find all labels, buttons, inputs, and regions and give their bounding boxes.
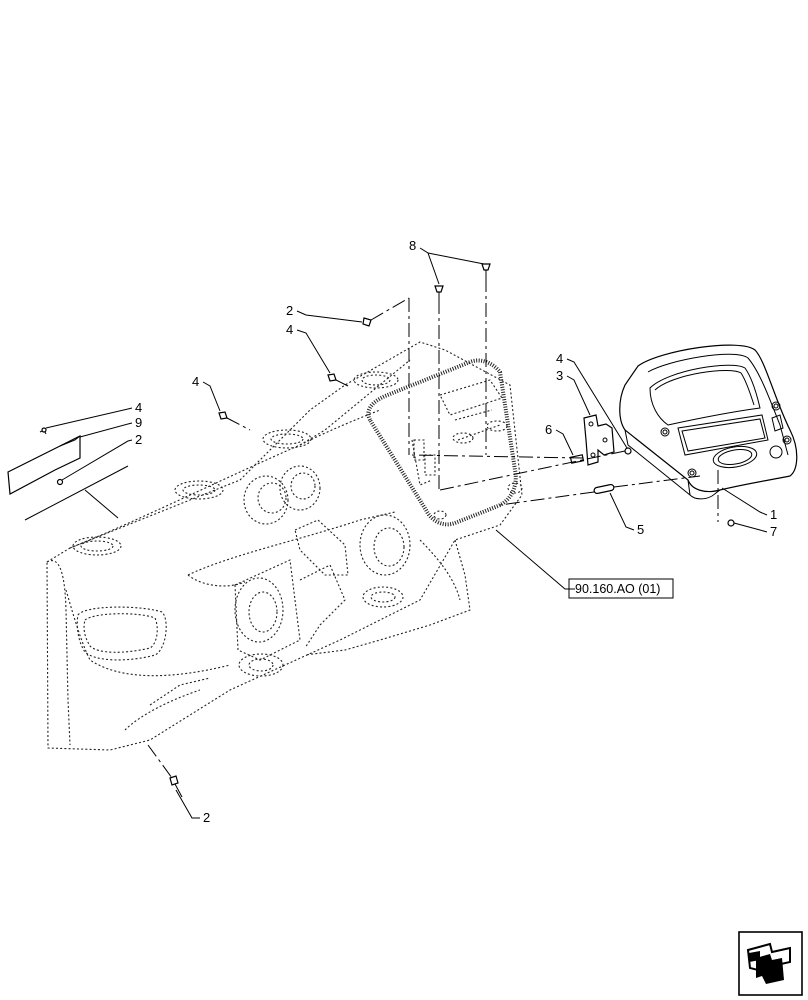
callout-labels: 8 2 4 4 4 9 2 4 3 6 5 1 7 2 xyxy=(135,238,777,825)
mounting-bracket xyxy=(583,414,615,466)
nut-part-4-right xyxy=(624,447,632,455)
side-bracket xyxy=(7,427,129,521)
spacer-part-5 xyxy=(593,483,615,495)
nut-part-7 xyxy=(727,519,735,527)
callout-8: 8 xyxy=(409,238,416,253)
reference-label: 90.160.AO (01) xyxy=(575,582,660,596)
callout-4-mid: 4 xyxy=(192,374,199,389)
assembly-lines xyxy=(147,278,719,779)
callout-3: 3 xyxy=(556,368,563,383)
callout-4-top: 4 xyxy=(286,322,293,337)
reference-box[interactable]: 90.160.AO (01) xyxy=(568,578,674,599)
callout-6: 6 xyxy=(545,422,552,437)
callout-9: 9 xyxy=(135,415,142,430)
callout-7: 7 xyxy=(770,524,777,539)
callout-2-bottom: 2 xyxy=(203,810,210,825)
dashboard-assembly xyxy=(46,341,523,751)
nut-part-4-left xyxy=(218,411,228,420)
leader-lines xyxy=(45,247,768,819)
screw-part-2-top xyxy=(362,317,372,327)
screw-part-2-bottom xyxy=(169,775,183,798)
next-page-arrow-icon[interactable] xyxy=(738,931,803,996)
nut-part-4-mid xyxy=(327,373,337,382)
callout-2-top: 2 xyxy=(286,303,293,318)
callout-4-right: 4 xyxy=(556,351,563,366)
instrument-cluster xyxy=(619,344,798,500)
screws-part-8 xyxy=(434,263,491,300)
callout-2-left: 2 xyxy=(135,432,142,447)
callout-1: 1 xyxy=(770,507,777,522)
callout-5: 5 xyxy=(637,522,644,537)
callout-4-left: 4 xyxy=(135,400,142,415)
